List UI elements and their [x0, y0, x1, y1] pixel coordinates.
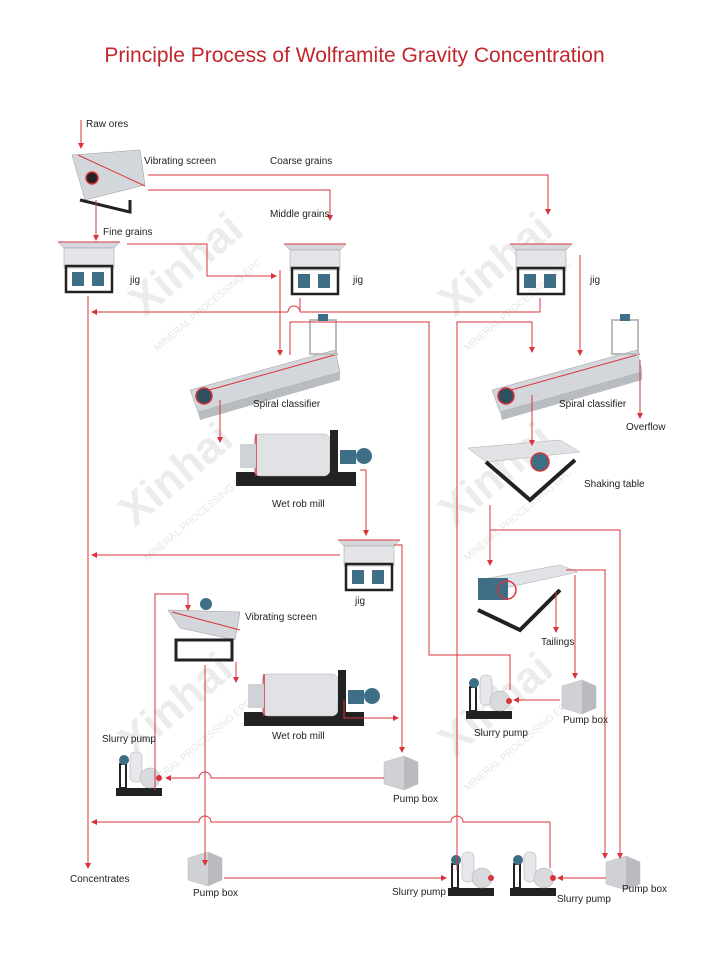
label-jig-2: jig: [353, 275, 364, 286]
flow-lines: [78, 120, 643, 881]
vibrating-screen-2: [167, 598, 241, 662]
label-jig-1: jig: [130, 275, 141, 286]
label-concentrates: Concentrates: [70, 874, 130, 885]
jig-2: [282, 242, 348, 296]
slurry-pump-4: [509, 851, 557, 897]
diagram-title: Principle Process of Wolframite Gravity …: [104, 44, 605, 67]
label-middle-grains: Middle grains: [270, 209, 330, 220]
label-vibrating-screen-1: Vibrating screen: [144, 156, 217, 167]
slurry-pump-1: [465, 674, 513, 720]
jig-4: [336, 538, 402, 592]
label-slurry-pump-1: Slurry pump: [474, 728, 528, 739]
label-wet-rod-mill-2: Wet rob mill: [272, 731, 325, 742]
label-raw-ores: Raw ores: [86, 119, 129, 130]
wet-rod-mill-1: [235, 429, 373, 487]
label-fine-grains: Fine grains: [103, 227, 153, 238]
label-vibrating-screen-2: Vibrating screen: [245, 612, 318, 623]
label-slurry-pump-2: Slurry pump: [102, 734, 156, 745]
label-pump-box-2: Pump box: [393, 794, 439, 805]
label-spiral-classifier-2: Spiral classifier: [559, 399, 627, 410]
label-pump-box-1: Pump box: [563, 715, 609, 726]
pump-box-1: [561, 679, 597, 715]
jig-3: [508, 242, 574, 296]
vibrating-screen-1: [71, 149, 146, 214]
label-slurry-pump-3: Slurry pump: [392, 887, 446, 898]
label-wet-rod-mill-1: Wet rob mill: [272, 499, 325, 510]
label-overflow: Overflow: [626, 422, 666, 433]
label-jig-4: jig: [355, 596, 366, 607]
label-slurry-pump-4: Slurry pump: [557, 894, 611, 905]
pump-box-2: [383, 755, 419, 791]
label-pump-box-4: Pump box: [622, 884, 668, 895]
shaking-table-2: [477, 564, 579, 633]
label-jig-3: jig: [590, 275, 601, 286]
slurry-pump-3: [447, 851, 495, 897]
label-shaking-table: Shaking table: [584, 479, 645, 490]
label-tailings: Tailings: [541, 637, 575, 648]
jig-1: [56, 240, 122, 294]
label-coarse-grains: Coarse grains: [270, 156, 333, 167]
label-pump-box-3: Pump box: [193, 888, 239, 899]
shaking-table-1: [467, 439, 581, 503]
label-spiral-classifier-1: Spiral classifier: [253, 399, 321, 410]
